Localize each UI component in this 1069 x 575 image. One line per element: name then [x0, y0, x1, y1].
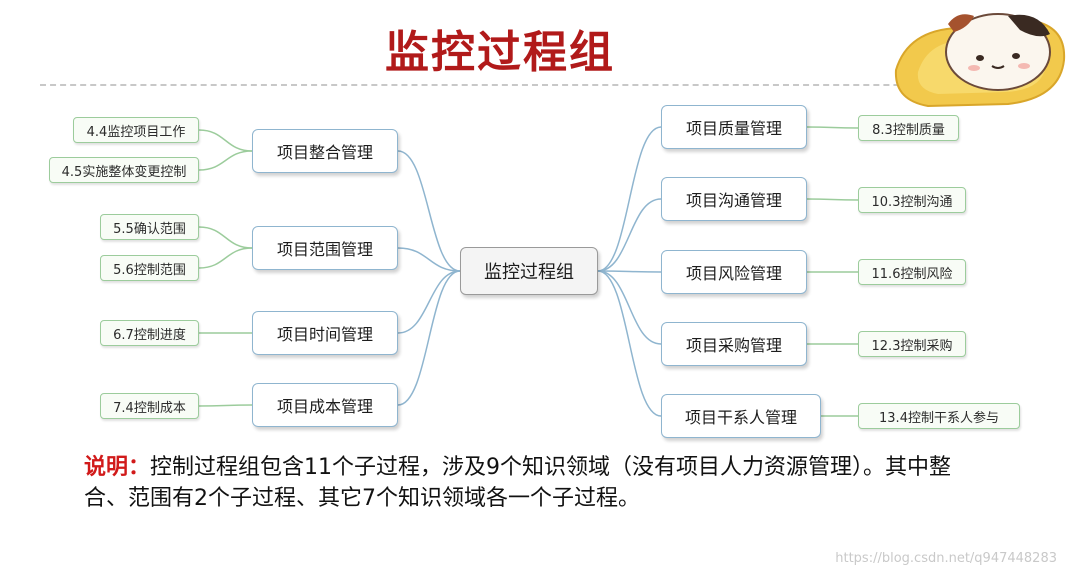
branch-node: 项目干系人管理 — [661, 394, 821, 438]
branch-connector — [597, 198, 662, 272]
page-title: 监控过程组 — [385, 27, 615, 78]
watermark: https://blog.csdn.net/q947448283 — [835, 551, 1057, 566]
branch-node: 项目沟通管理 — [661, 177, 807, 221]
leaf-node: 13.4控制干系人参与 — [858, 403, 1020, 429]
branch-connector — [597, 270, 662, 273]
leaf-connector — [198, 150, 253, 171]
branch-connector — [397, 270, 461, 406]
leaf-connector — [806, 126, 859, 129]
branch-node: 项目采购管理 — [661, 322, 807, 366]
leaf-node: 4.4监控项目工作 — [73, 117, 199, 143]
branch-connector — [597, 126, 662, 272]
branch-node: 项目成本管理 — [252, 383, 398, 427]
leaf-connector — [198, 404, 253, 407]
branch-node: 项目整合管理 — [252, 129, 398, 173]
leaf-node: 10.3控制沟通 — [858, 187, 966, 213]
leaf-node: 11.6控制风险 — [858, 259, 966, 285]
branch-connector — [597, 270, 662, 345]
title-divider — [40, 84, 1040, 86]
leaf-connector — [198, 129, 253, 152]
leaf-node: 4.5实施整体变更控制 — [49, 157, 199, 183]
branch-node: 项目时间管理 — [252, 311, 398, 355]
leaf-node: 5.5确认范围 — [100, 214, 199, 240]
explanation-note: 说明：控制过程组包含11个子过程，涉及9个知识领域（没有项目人力资源管理）。其中… — [84, 452, 984, 514]
leaf-connector — [198, 226, 253, 249]
leaf-connector — [198, 247, 253, 269]
leaf-connector — [806, 198, 859, 201]
note-label: 说明： — [84, 455, 151, 480]
branch-node: 项目范围管理 — [252, 226, 398, 270]
branch-connector — [597, 270, 662, 417]
mascot-illustration — [894, 13, 1066, 108]
leaf-node: 7.4控制成本 — [100, 393, 199, 419]
center-node: 监控过程组 — [460, 247, 598, 295]
branch-connector — [397, 247, 461, 272]
leaf-node: 12.3控制采购 — [858, 331, 966, 357]
leaf-node: 5.6控制范围 — [100, 255, 199, 281]
branch-node: 项目风险管理 — [661, 250, 807, 294]
leaf-node: 8.3控制质量 — [858, 115, 959, 141]
leaf-node: 6.7控制进度 — [100, 320, 199, 346]
branch-node: 项目质量管理 — [661, 105, 807, 149]
branch-connector — [397, 150, 461, 272]
note-text: 控制过程组包含11个子过程，涉及9个知识领域（没有项目人力资源管理）。其中整合、… — [84, 455, 952, 511]
branch-connector — [397, 270, 461, 334]
